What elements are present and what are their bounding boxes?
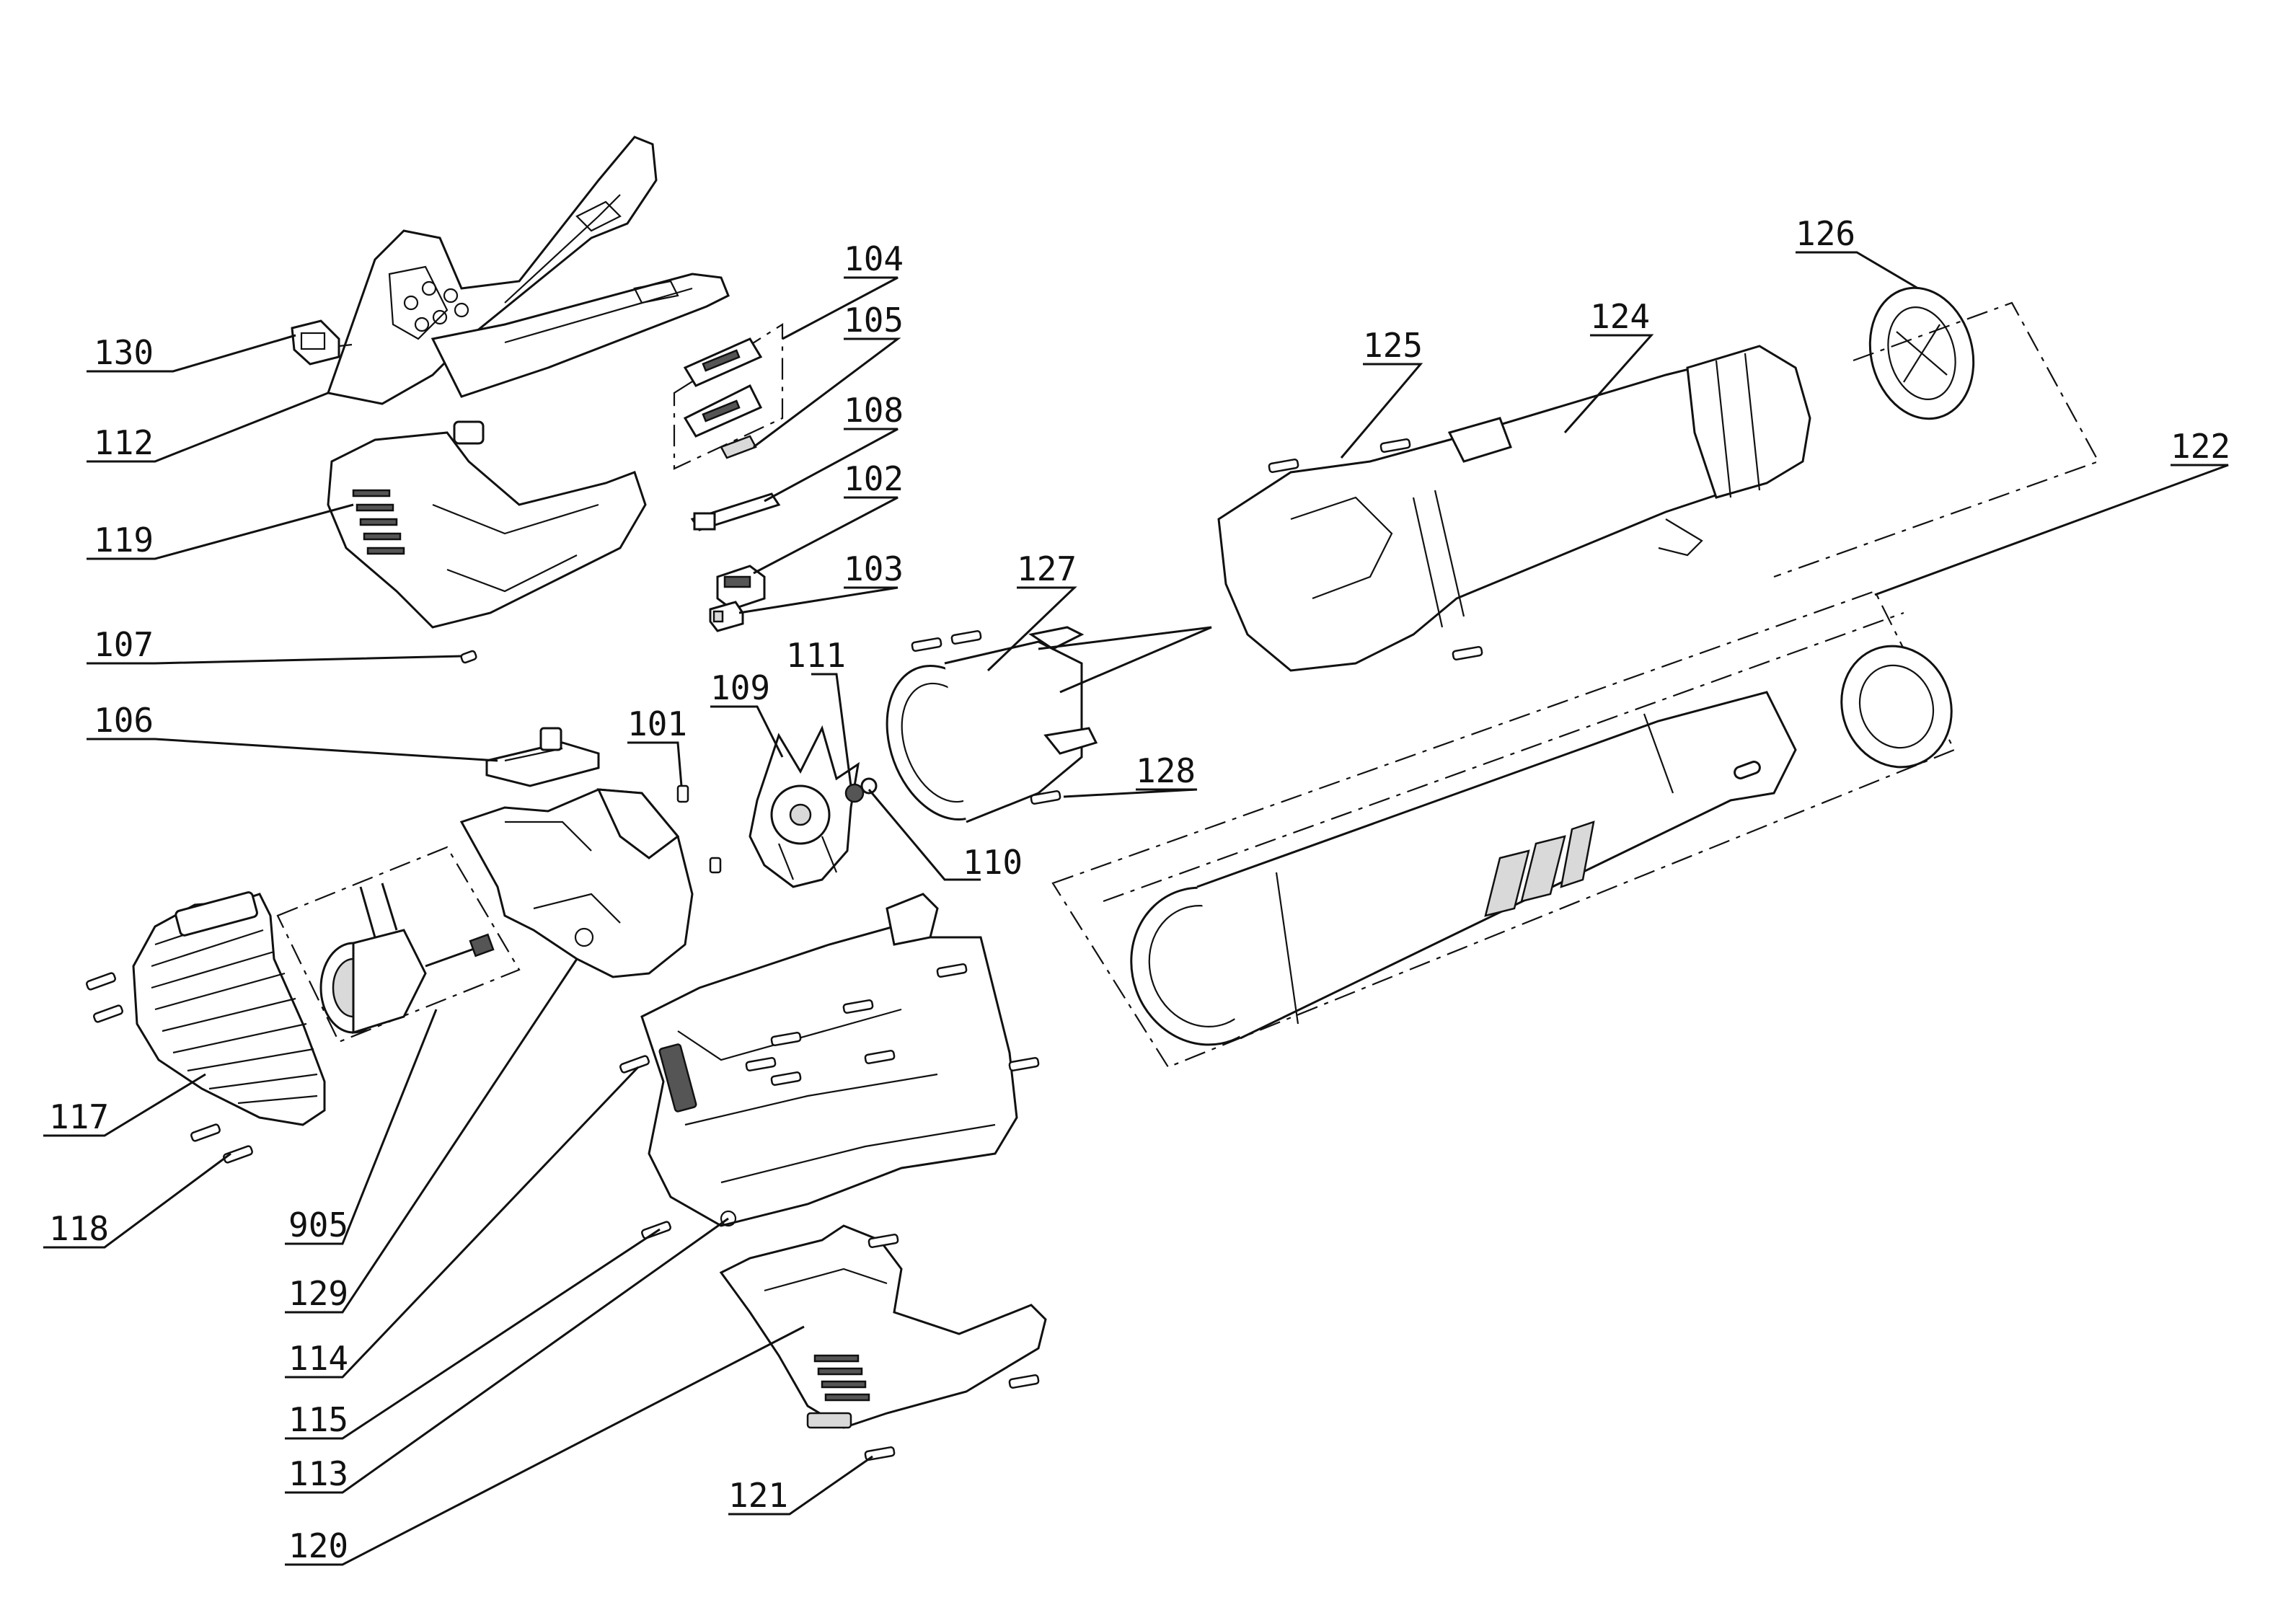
part-119-handle-housing (327, 420, 647, 629)
label-113: 113 (288, 1454, 348, 1493)
part-106-cover-plate (485, 727, 600, 787)
label-125: 125 (1363, 326, 1423, 365)
label-114: 114 (288, 1339, 348, 1378)
label-109: 109 (710, 668, 770, 707)
part-112-upper-handle (327, 136, 730, 405)
label-130: 130 (94, 333, 154, 372)
label-104: 104 (844, 239, 904, 278)
label-107: 107 (94, 625, 154, 664)
label-102: 102 (844, 459, 904, 498)
label-120: 120 (288, 1526, 348, 1565)
screws-117-118 (86, 972, 253, 1164)
part-120-lower-grip (719, 1224, 1047, 1429)
part-107-screw (460, 650, 477, 664)
part-127-motor-mount (886, 626, 1098, 823)
label-117: 117 (49, 1097, 109, 1136)
label-124: 124 (1590, 297, 1650, 336)
part-113-114-115-main-housing (640, 893, 1018, 1227)
label-128: 128 (1136, 751, 1196, 790)
label-111: 111 (786, 636, 846, 675)
label-127: 127 (1017, 549, 1077, 588)
label-118: 118 (49, 1209, 109, 1248)
label-101: 101 (627, 704, 687, 743)
leader-lines (43, 251, 2229, 1566)
part-126-end-ring (1773, 286, 2100, 578)
label-129: 129 (288, 1274, 348, 1313)
part-122-extension-tube (1051, 590, 1956, 1069)
part-124-blower-tube (1217, 345, 1811, 672)
part-130-switch (291, 319, 353, 366)
label-122: 122 (2171, 427, 2230, 466)
part-117-vent-cover (132, 891, 326, 1126)
label-106: 106 (94, 701, 154, 740)
label-103: 103 (844, 549, 904, 588)
part-102-103-connectors (709, 565, 766, 632)
label-905: 905 (288, 1206, 348, 1244)
part-104-105-circuit-boards (673, 323, 784, 470)
label-121: 121 (728, 1476, 788, 1515)
part-109-impeller (749, 725, 860, 888)
part-905-motor (276, 846, 521, 1043)
part-101-screw (676, 784, 689, 803)
label-110: 110 (963, 843, 1023, 882)
part-128-screw (1030, 790, 1061, 805)
label-126: 126 (1796, 214, 1855, 253)
label-108: 108 (844, 391, 904, 430)
part-129-fan-housing (459, 788, 722, 978)
label-112: 112 (94, 423, 154, 462)
part-108-switch-board (690, 492, 781, 531)
label-119: 119 (94, 521, 154, 560)
part-110-111-washers (844, 777, 878, 803)
label-105: 105 (844, 301, 904, 340)
screws-housing (619, 963, 1040, 1239)
part-labels: 130 112 119 107 106 101 109 111 110 104 … (49, 214, 2230, 1565)
label-115: 115 (288, 1400, 348, 1439)
